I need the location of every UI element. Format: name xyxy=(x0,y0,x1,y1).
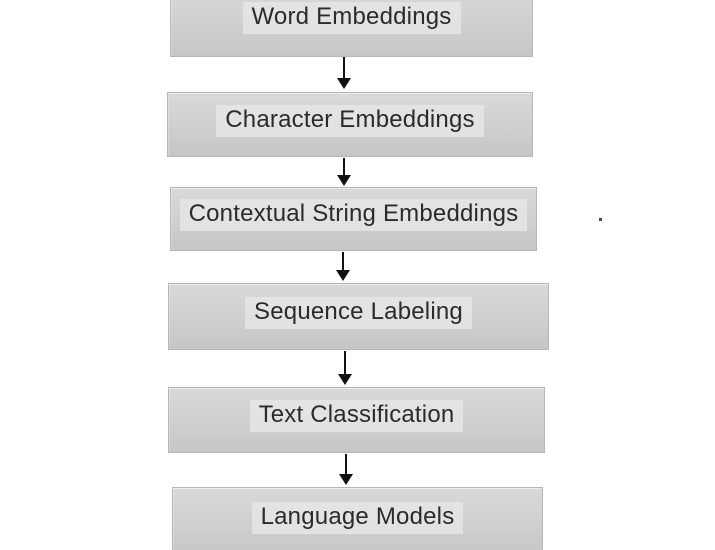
node-text-classification: Text Classification xyxy=(168,387,545,453)
node-label: Character Embeddings xyxy=(216,104,484,137)
arrow-shaft xyxy=(342,57,346,78)
node-label: Word Embeddings xyxy=(242,1,461,34)
flow-arrow-character-to-contextual xyxy=(337,158,351,186)
flow-arrow-contextual-to-sequence xyxy=(336,252,350,281)
arrow-down-icon xyxy=(338,374,352,385)
arrow-down-icon xyxy=(337,78,351,89)
node-character-embeddings: Character Embeddings xyxy=(167,92,533,157)
node-label: Contextual String Embeddings xyxy=(179,199,528,231)
arrow-shaft xyxy=(344,454,348,474)
speck-artifact xyxy=(599,218,602,221)
arrow-shaft xyxy=(342,158,346,175)
node-label: Text Classification xyxy=(249,400,464,432)
node-contextual-string-embeddings: Contextual String Embeddings xyxy=(170,187,537,251)
flow-arrow-word-to-character xyxy=(337,57,351,89)
node-language-models: Language Models xyxy=(172,487,543,550)
arrow-down-icon xyxy=(337,175,351,186)
arrow-shaft xyxy=(341,252,345,270)
arrow-down-icon xyxy=(339,474,353,485)
node-label: Sequence Labeling xyxy=(245,296,472,329)
flow-arrow-sequence-to-text xyxy=(338,351,352,385)
node-word-embeddings: Word Embeddings xyxy=(170,0,533,57)
arrow-down-icon xyxy=(336,270,350,281)
node-label: Language Models xyxy=(251,502,464,534)
node-sequence-labeling: Sequence Labeling xyxy=(168,283,549,350)
flow-arrow-text-to-language xyxy=(339,454,353,485)
arrow-shaft xyxy=(343,351,347,374)
